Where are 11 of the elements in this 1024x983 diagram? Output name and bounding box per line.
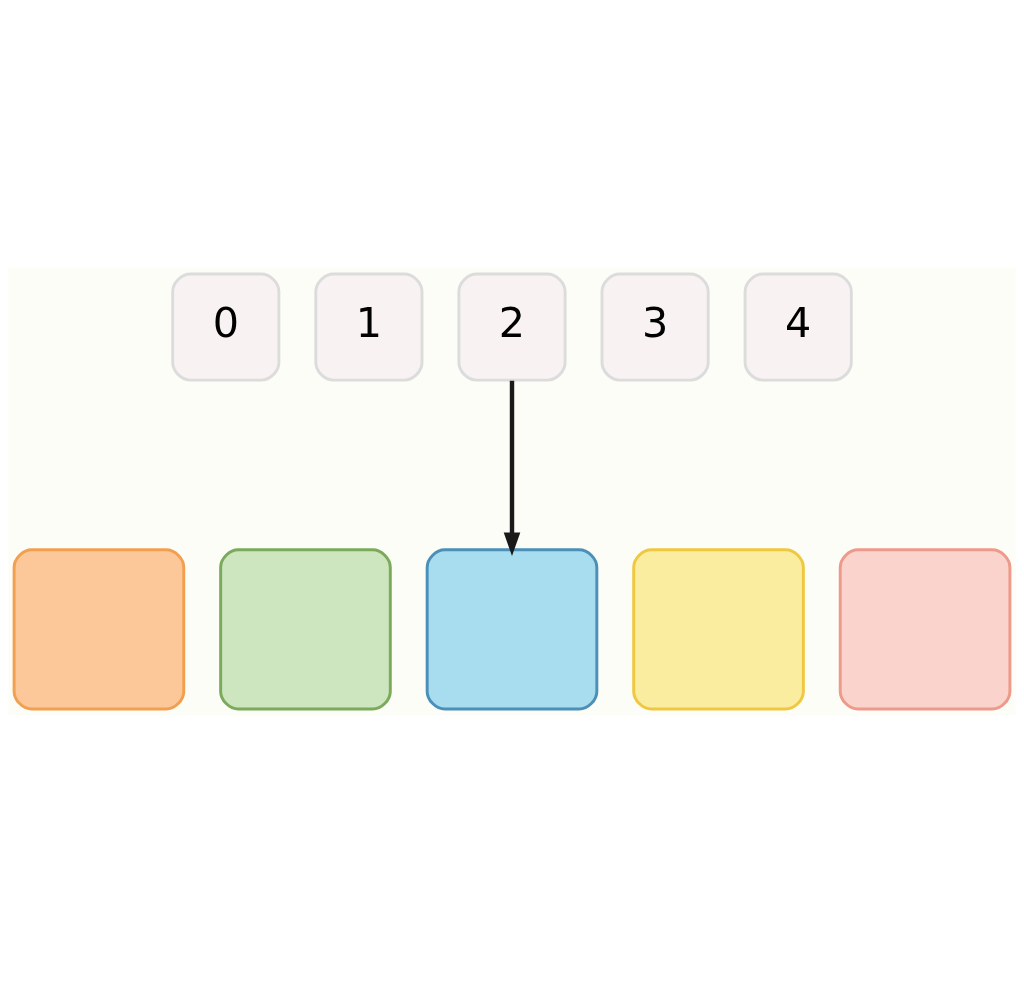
node-box xyxy=(219,548,392,711)
node-box: 2 xyxy=(457,272,567,382)
node-box: 4 xyxy=(743,272,853,382)
node-box xyxy=(632,548,805,711)
node-box xyxy=(425,548,599,711)
node-box: 3 xyxy=(600,272,710,382)
node-box xyxy=(12,548,186,711)
node-box: 1 xyxy=(314,272,424,382)
node-box xyxy=(838,548,1012,711)
arrow xyxy=(503,380,521,557)
node-box: 0 xyxy=(171,272,281,382)
